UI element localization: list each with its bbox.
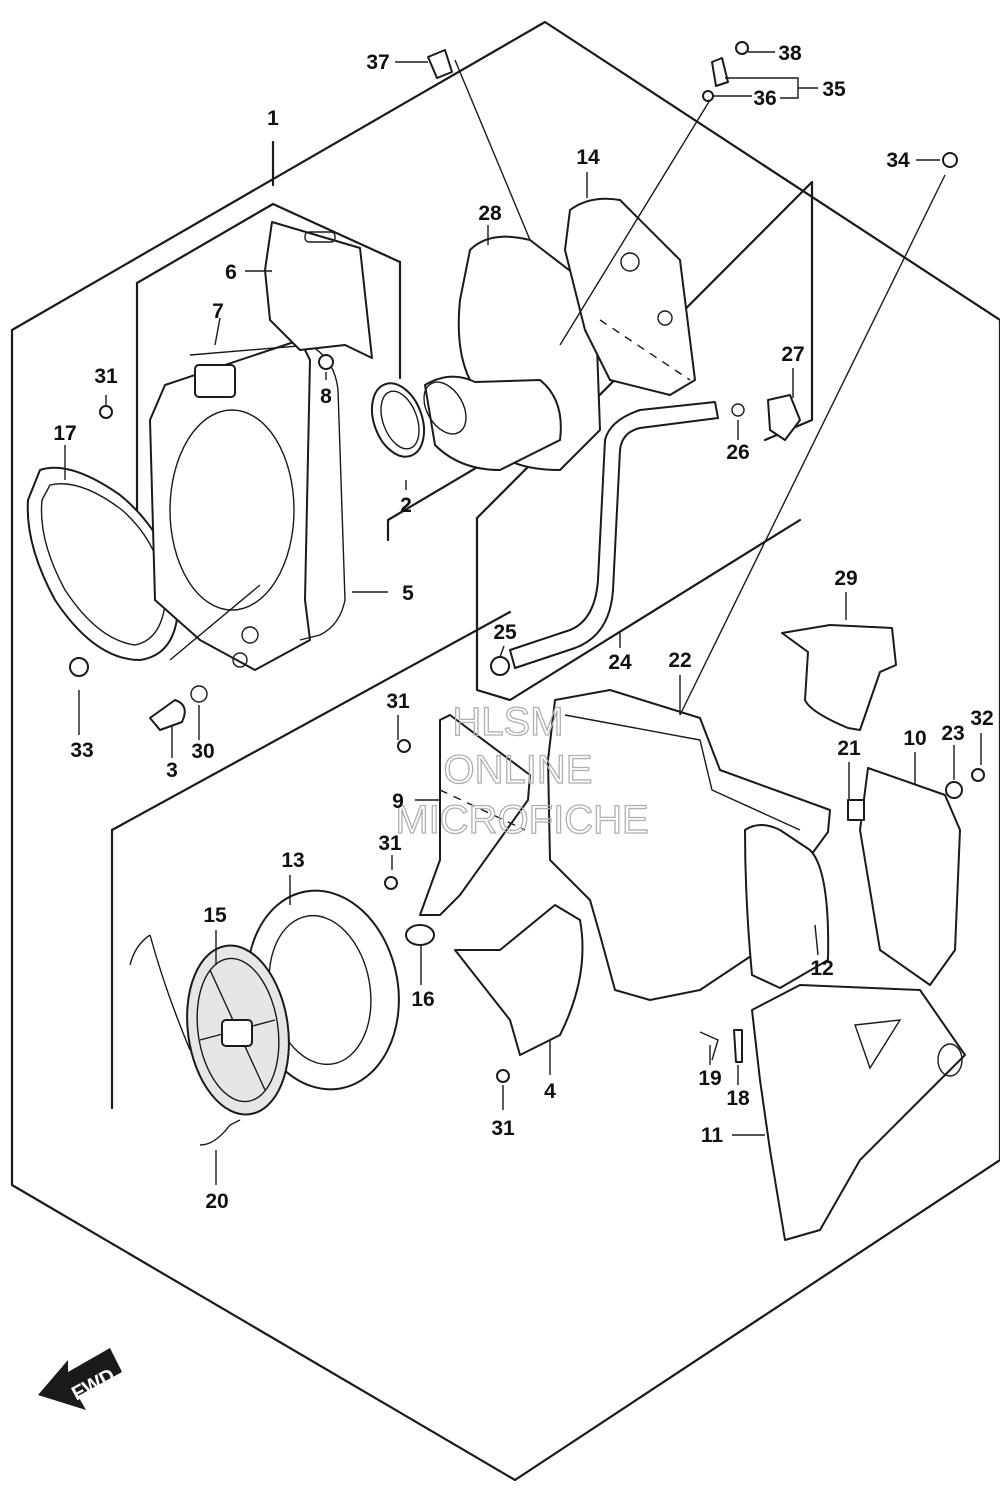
cover-part	[264, 221, 373, 359]
callout-labels: 1 2 3 4 5 6 7 8 9 10 11 12 13 14 15 16 1…	[53, 42, 993, 1213]
airbox-part	[547, 689, 831, 1001]
callout-37: 37	[366, 51, 389, 74]
callout-4: 4	[544, 1080, 556, 1103]
callout-19: 19	[698, 1067, 721, 1090]
seal-part	[189, 344, 346, 641]
callout-17: 17	[53, 422, 76, 445]
callout-12: 12	[810, 957, 833, 980]
callout-2: 2	[400, 494, 412, 517]
callout-30: 30	[191, 740, 214, 763]
callout-34: 34	[886, 149, 910, 172]
callout-33: 33	[70, 739, 93, 762]
callout-26: 26	[726, 441, 749, 464]
callout-18: 18	[726, 1087, 750, 1110]
callout-16: 16	[411, 988, 434, 1011]
callout-3: 3	[166, 759, 178, 782]
side-cover-part	[859, 767, 961, 986]
grommet-part	[490, 656, 510, 676]
callout-5: 5	[402, 582, 414, 605]
callout-23: 23	[941, 722, 964, 745]
callout-31-upper-left: 31	[94, 365, 118, 388]
callout-20: 20	[205, 1190, 228, 1213]
housing-part	[564, 197, 696, 396]
callout-27: 27	[781, 343, 804, 366]
callout-11: 11	[701, 1124, 724, 1147]
callout-7: 7	[212, 300, 224, 323]
callout-8: 8	[320, 385, 332, 408]
callout-31-bottom: 31	[491, 1117, 515, 1140]
callout-31-lower: 31	[378, 832, 402, 855]
side-cover-left-part	[751, 984, 966, 1241]
clamp-part	[370, 382, 426, 458]
boot-part	[423, 375, 562, 471]
callout-29: 29	[834, 567, 857, 590]
shield-part	[454, 904, 584, 1056]
gasket-part	[26, 466, 179, 661]
fasteners	[69, 41, 985, 1146]
callout-24: 24	[608, 651, 632, 674]
callout-31-middle: 31	[386, 690, 410, 713]
callout-13: 13	[281, 849, 304, 872]
callout-9: 9	[392, 790, 404, 813]
callout-35: 35	[822, 78, 846, 101]
hose-part	[509, 401, 719, 669]
plate-part	[149, 339, 311, 671]
filter-cage-part	[186, 944, 290, 1116]
callout-22: 22	[668, 649, 691, 672]
watermark: HLSM ONLINE MICROFICHE	[395, 699, 650, 842]
callout-32: 32	[970, 707, 993, 730]
air-cover-part	[781, 624, 897, 731]
callout-1: 1	[267, 107, 279, 130]
breather-part	[731, 394, 801, 441]
watermark-line3: MICROFICHE	[395, 798, 648, 842]
watermark-line2: ONLINE	[444, 748, 593, 792]
callout-25: 25	[493, 621, 517, 644]
forward-direction-arrow: FWD	[38, 1348, 122, 1410]
callout-10: 10	[903, 727, 926, 750]
callout-36: 36	[753, 87, 776, 110]
callout-38: 38	[778, 42, 802, 65]
watermark-line1: HLSM	[452, 700, 563, 744]
callout-6: 6	[225, 261, 237, 284]
callout-21: 21	[837, 737, 861, 760]
callout-15: 15	[203, 904, 227, 927]
leader-lines	[64, 51, 982, 1185]
callout-28: 28	[478, 202, 502, 225]
callout-14: 14	[576, 146, 600, 169]
